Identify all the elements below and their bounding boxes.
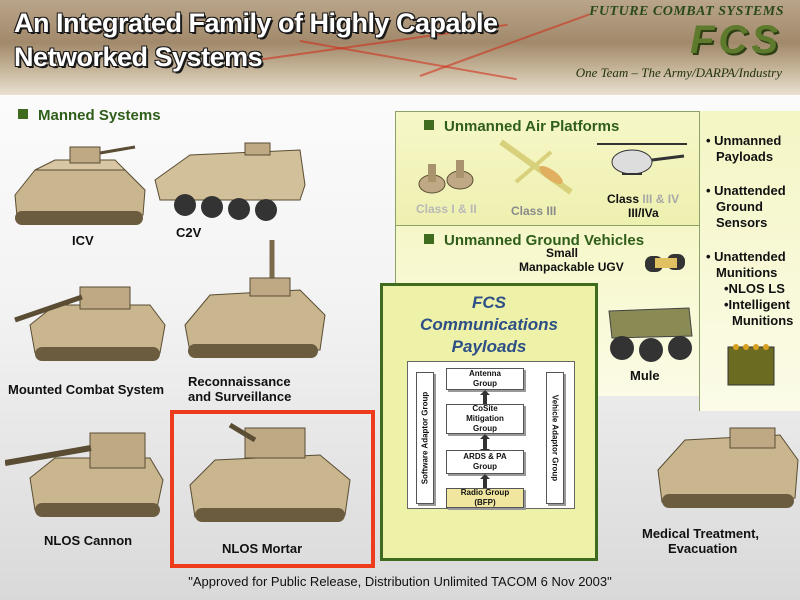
- class-iv-label: Class III & IV: [607, 192, 679, 206]
- unmanned-ground-heading: Unmanned Ground Vehicles: [424, 232, 644, 249]
- antenna-l2: Group: [473, 379, 497, 388]
- vehicle-adaptor-group: Vehicle Adaptor Group: [546, 372, 564, 504]
- pl-text: •Intelligent: [724, 297, 790, 312]
- cosite-l3: Group: [473, 424, 497, 433]
- pl-text: •NLOS LS: [724, 281, 785, 296]
- ards-l2: Group: [472, 462, 497, 471]
- manned-heading-text: Manned Systems: [38, 107, 161, 124]
- payloads-panel: • Unmanned Payloads • Unattended Ground …: [699, 111, 800, 411]
- nlos-mortar-vehicle-image: [185, 420, 355, 530]
- class-iv-sub: III/IVa: [628, 206, 659, 220]
- pl-text: • Unattended: [706, 249, 786, 264]
- payloads-item-unmanned: • Unmanned Payloads: [706, 133, 800, 165]
- class-iv-word: Class: [607, 192, 640, 206]
- pl-text: • Unattended: [706, 183, 786, 198]
- mule-vehicle-image: [608, 307, 693, 362]
- pl-text: Ground: [716, 199, 763, 214]
- small-ugv-icon: [645, 254, 685, 272]
- nlos-cannon-vehicle-image: [5, 418, 165, 528]
- mule-label: Mule: [630, 368, 660, 383]
- medical-label-line1: Medical Treatment,: [642, 526, 760, 541]
- bullet-square-icon: [18, 109, 28, 119]
- bullet-square-icon: [424, 234, 434, 244]
- release-footer: "Approved for Public Release, Distributi…: [188, 574, 612, 589]
- comms-payloads-box: FCS Communications Payloads Software Ada…: [380, 283, 598, 561]
- radio-l2: (BFP): [474, 498, 496, 507]
- header-banner: An Integrated Family of Highly Capable N…: [0, 0, 800, 95]
- antenna-l1: Antenna: [469, 369, 501, 378]
- ards-l1: ARDS & PA: [463, 452, 507, 461]
- icv-label: ICV: [72, 233, 94, 248]
- radio-l1: Radio Group: [460, 488, 510, 497]
- radio-group: Radio Group(BFP): [446, 488, 524, 508]
- software-adaptor-group: Software Adaptor Group: [416, 372, 434, 504]
- header-streak: [299, 40, 517, 81]
- class-i-ii-uav-icon: [418, 160, 474, 194]
- air-heading-text: Unmanned Air Platforms: [444, 118, 620, 135]
- comms-title: FCS Communications Payloads: [383, 292, 595, 358]
- fcs-logo: FCS: [690, 18, 782, 62]
- mcs-vehicle-image: [10, 265, 170, 370]
- class-iii-uav-icon: [499, 139, 573, 195]
- medical-vehicle-image: [650, 410, 800, 520]
- cosite-l1: CoSite: [472, 404, 498, 413]
- comms-diagram: Software Adaptor Group Vehicle Adaptor G…: [407, 361, 575, 509]
- ugv-label-line2: Manpackable UGV: [519, 260, 624, 274]
- class-iii-label: Class III: [511, 204, 557, 218]
- comms-title-line1: FCS: [472, 293, 506, 312]
- comms-title-line3: Payloads: [451, 337, 527, 356]
- payloads-item-munitions: • Unattended Munitions •NLOS LS •Intelli…: [706, 249, 800, 329]
- pl-text: Munitions: [716, 265, 778, 280]
- pl-text: Payloads: [716, 149, 774, 164]
- munitions-crate-icon: [727, 344, 775, 386]
- class-iv-uav-icon: [597, 143, 687, 175]
- payloads-item-sensors: • Unattended Ground Sensors: [706, 183, 800, 231]
- rs-label-line2: and Surveillance: [188, 389, 292, 404]
- mcs-label: Mounted Combat System: [8, 382, 165, 397]
- c2v-label: C2V: [176, 225, 202, 240]
- bullet-square-icon: [424, 120, 434, 130]
- ground-heading-text: Unmanned Ground Vehicles: [444, 232, 645, 249]
- rs-label-line1: Reconnaissance: [188, 374, 291, 389]
- pl-text: Munitions: [732, 313, 794, 328]
- brand-subtitle: One Team – The Army/DARPA/Industry: [575, 65, 782, 80]
- page-title-line2: Networked Systems: [14, 42, 263, 72]
- arrow-icon: [480, 434, 490, 454]
- unmanned-air-heading: Unmanned Air Platforms: [424, 118, 619, 135]
- medical-label-line2: Evacuation: [668, 541, 738, 556]
- cosite-l2: Mitigation: [466, 414, 504, 423]
- class-iv-suffix: & IV: [655, 192, 680, 206]
- icv-vehicle-image: [5, 135, 153, 235]
- highlight-frame: [170, 410, 375, 568]
- nlos-mortar-label: NLOS Mortar: [222, 541, 303, 556]
- pl-text: Sensors: [716, 215, 768, 230]
- pl-text: • Unmanned: [706, 133, 782, 148]
- rs-vehicle-image: [180, 240, 330, 370]
- manned-systems-heading: Manned Systems: [18, 107, 161, 124]
- comms-title-line2: Communications: [420, 315, 558, 334]
- c2v-vehicle-image: [150, 125, 310, 225]
- page-title-line1: An Integrated Family of Highly Capable: [14, 8, 498, 38]
- class-i-ii-label: Class I & II: [416, 202, 477, 216]
- vehicle-adaptor-label: Vehicle Adaptor Group: [550, 394, 560, 482]
- nlos-cannon-label: NLOS Cannon: [44, 533, 133, 548]
- class-iv-num: III: [642, 192, 653, 206]
- software-adaptor-label: Software Adaptor Group: [420, 391, 430, 485]
- ugv-label-line1: Small: [546, 246, 579, 260]
- brand-title: FUTURE COMBAT SYSTEMS: [589, 4, 784, 19]
